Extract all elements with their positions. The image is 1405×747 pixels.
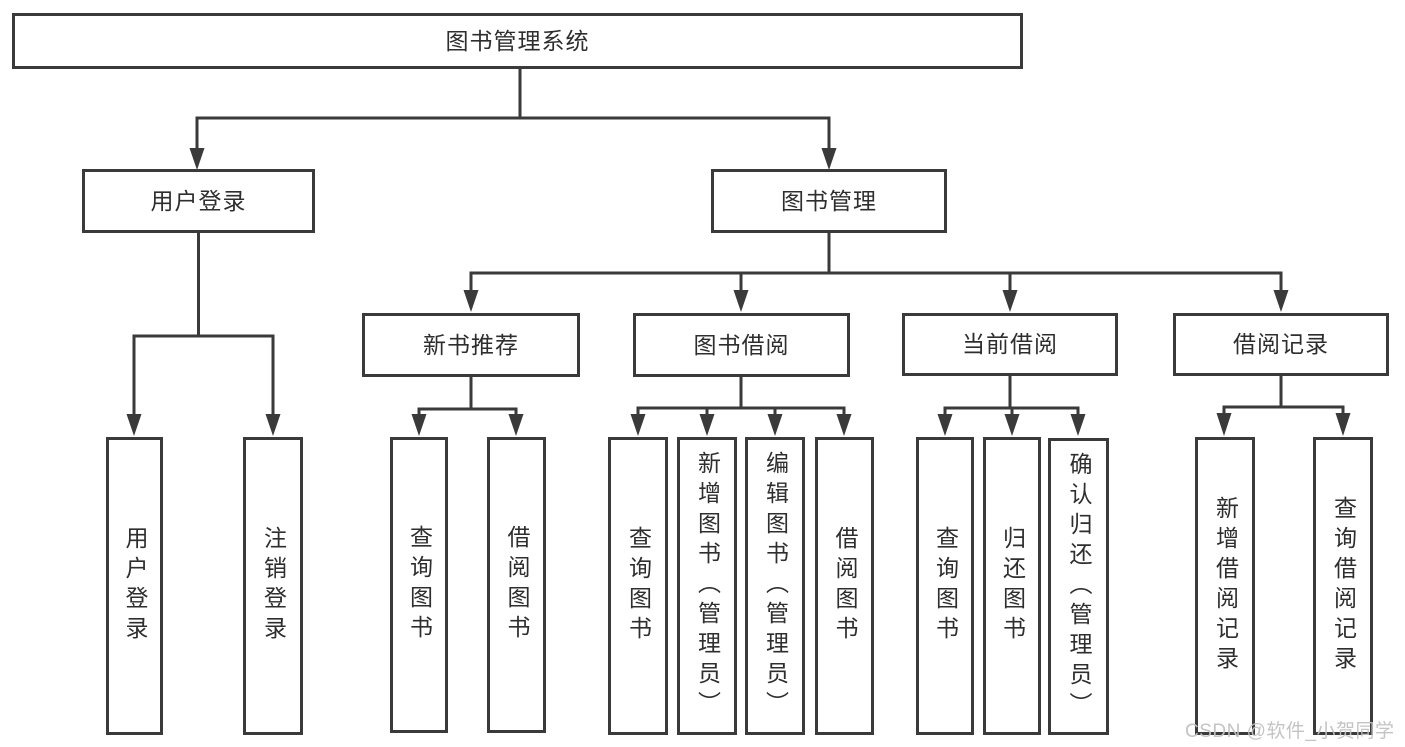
leaf-query-books-recommend: 查询图书 — [390, 437, 448, 733]
leaf-borrow-books-recommend: 借阅图书 — [487, 437, 546, 733]
node-label: 新增图书（管理员） — [694, 451, 721, 721]
node-current-borrowing: 当前借阅 — [902, 313, 1118, 376]
arrow-down-icon — [1273, 290, 1289, 312]
node-label: 注销登录 — [260, 526, 287, 646]
arrow-down-icon — [189, 148, 205, 170]
node-label: 新书推荐 — [423, 331, 519, 358]
arrow-down-icon — [1070, 414, 1086, 436]
node-label: 图书管理系统 — [445, 27, 590, 54]
node-label: 图书管理 — [781, 187, 877, 214]
arrow-down-icon — [1002, 290, 1018, 312]
arrow-down-icon — [126, 414, 142, 436]
node-new-book-recommendation: 新书推荐 — [362, 313, 580, 377]
node-label: 借阅记录 — [1233, 331, 1329, 357]
leaf-logout: 注销登录 — [243, 437, 303, 735]
node-label: 查询图书 — [625, 526, 652, 646]
node-label: 新增借阅记录 — [1212, 496, 1239, 676]
arrow-down-icon — [733, 290, 749, 312]
arrow-down-icon — [1216, 413, 1232, 436]
node-user-login: 用户登录 — [82, 169, 315, 233]
arrow-down-icon — [508, 414, 524, 436]
csdn-watermark: CSDN @软件_小贺同学 — [1185, 721, 1395, 742]
leaf-add-book-admin: 新增图书（管理员） — [677, 437, 737, 735]
arrow-down-icon — [1004, 414, 1020, 436]
node-book-management: 图书管理 — [711, 169, 947, 233]
leaf-add-borrow-record: 新增借阅记录 — [1195, 437, 1255, 735]
node-label: 查询图书 — [406, 525, 433, 645]
node-label: 查询图书 — [932, 526, 959, 646]
node-label: 借阅图书 — [504, 525, 530, 645]
leaf-query-books-current: 查询图书 — [916, 437, 974, 735]
node-label: 编辑图书（管理员） — [762, 451, 789, 721]
leaf-return-books: 归还图书 — [983, 437, 1041, 735]
arrow-down-icon — [699, 414, 715, 436]
arrow-down-icon — [821, 148, 837, 170]
node-label: 用户登录 — [122, 526, 148, 646]
node-book-borrowing: 图书借阅 — [633, 313, 850, 377]
leaf-confirm-return-admin: 确认归还（管理员） — [1048, 438, 1109, 735]
arrow-down-icon — [1335, 413, 1351, 436]
node-library-management-system: 图书管理系统 — [12, 13, 1023, 69]
leaf-query-books-borrowing: 查询图书 — [608, 437, 668, 735]
node-borrowing-records: 借阅记录 — [1173, 313, 1389, 376]
arrow-down-icon — [836, 414, 852, 436]
leaf-edit-book-admin: 编辑图书（管理员） — [745, 437, 805, 735]
node-label: 确认归还（管理员） — [1066, 451, 1092, 722]
arrow-down-icon — [463, 290, 479, 312]
arrow-down-icon — [767, 414, 783, 436]
arrow-down-icon — [411, 414, 427, 436]
node-label: 用户登录 — [150, 187, 247, 214]
node-label: 借阅图书 — [832, 526, 858, 646]
arrow-down-icon — [630, 414, 646, 436]
node-label: 图书借阅 — [693, 331, 790, 358]
node-label: 归还图书 — [999, 526, 1026, 646]
node-label: 查询借阅记录 — [1330, 496, 1357, 676]
node-label: 当前借阅 — [962, 331, 1058, 357]
arrow-down-icon — [265, 414, 281, 436]
leaf-borrow-books-borrowing: 借阅图书 — [815, 437, 874, 735]
leaf-user-login: 用户登录 — [106, 437, 163, 735]
leaf-query-borrow-record: 查询借阅记录 — [1313, 437, 1373, 735]
arrow-down-icon — [937, 414, 953, 436]
